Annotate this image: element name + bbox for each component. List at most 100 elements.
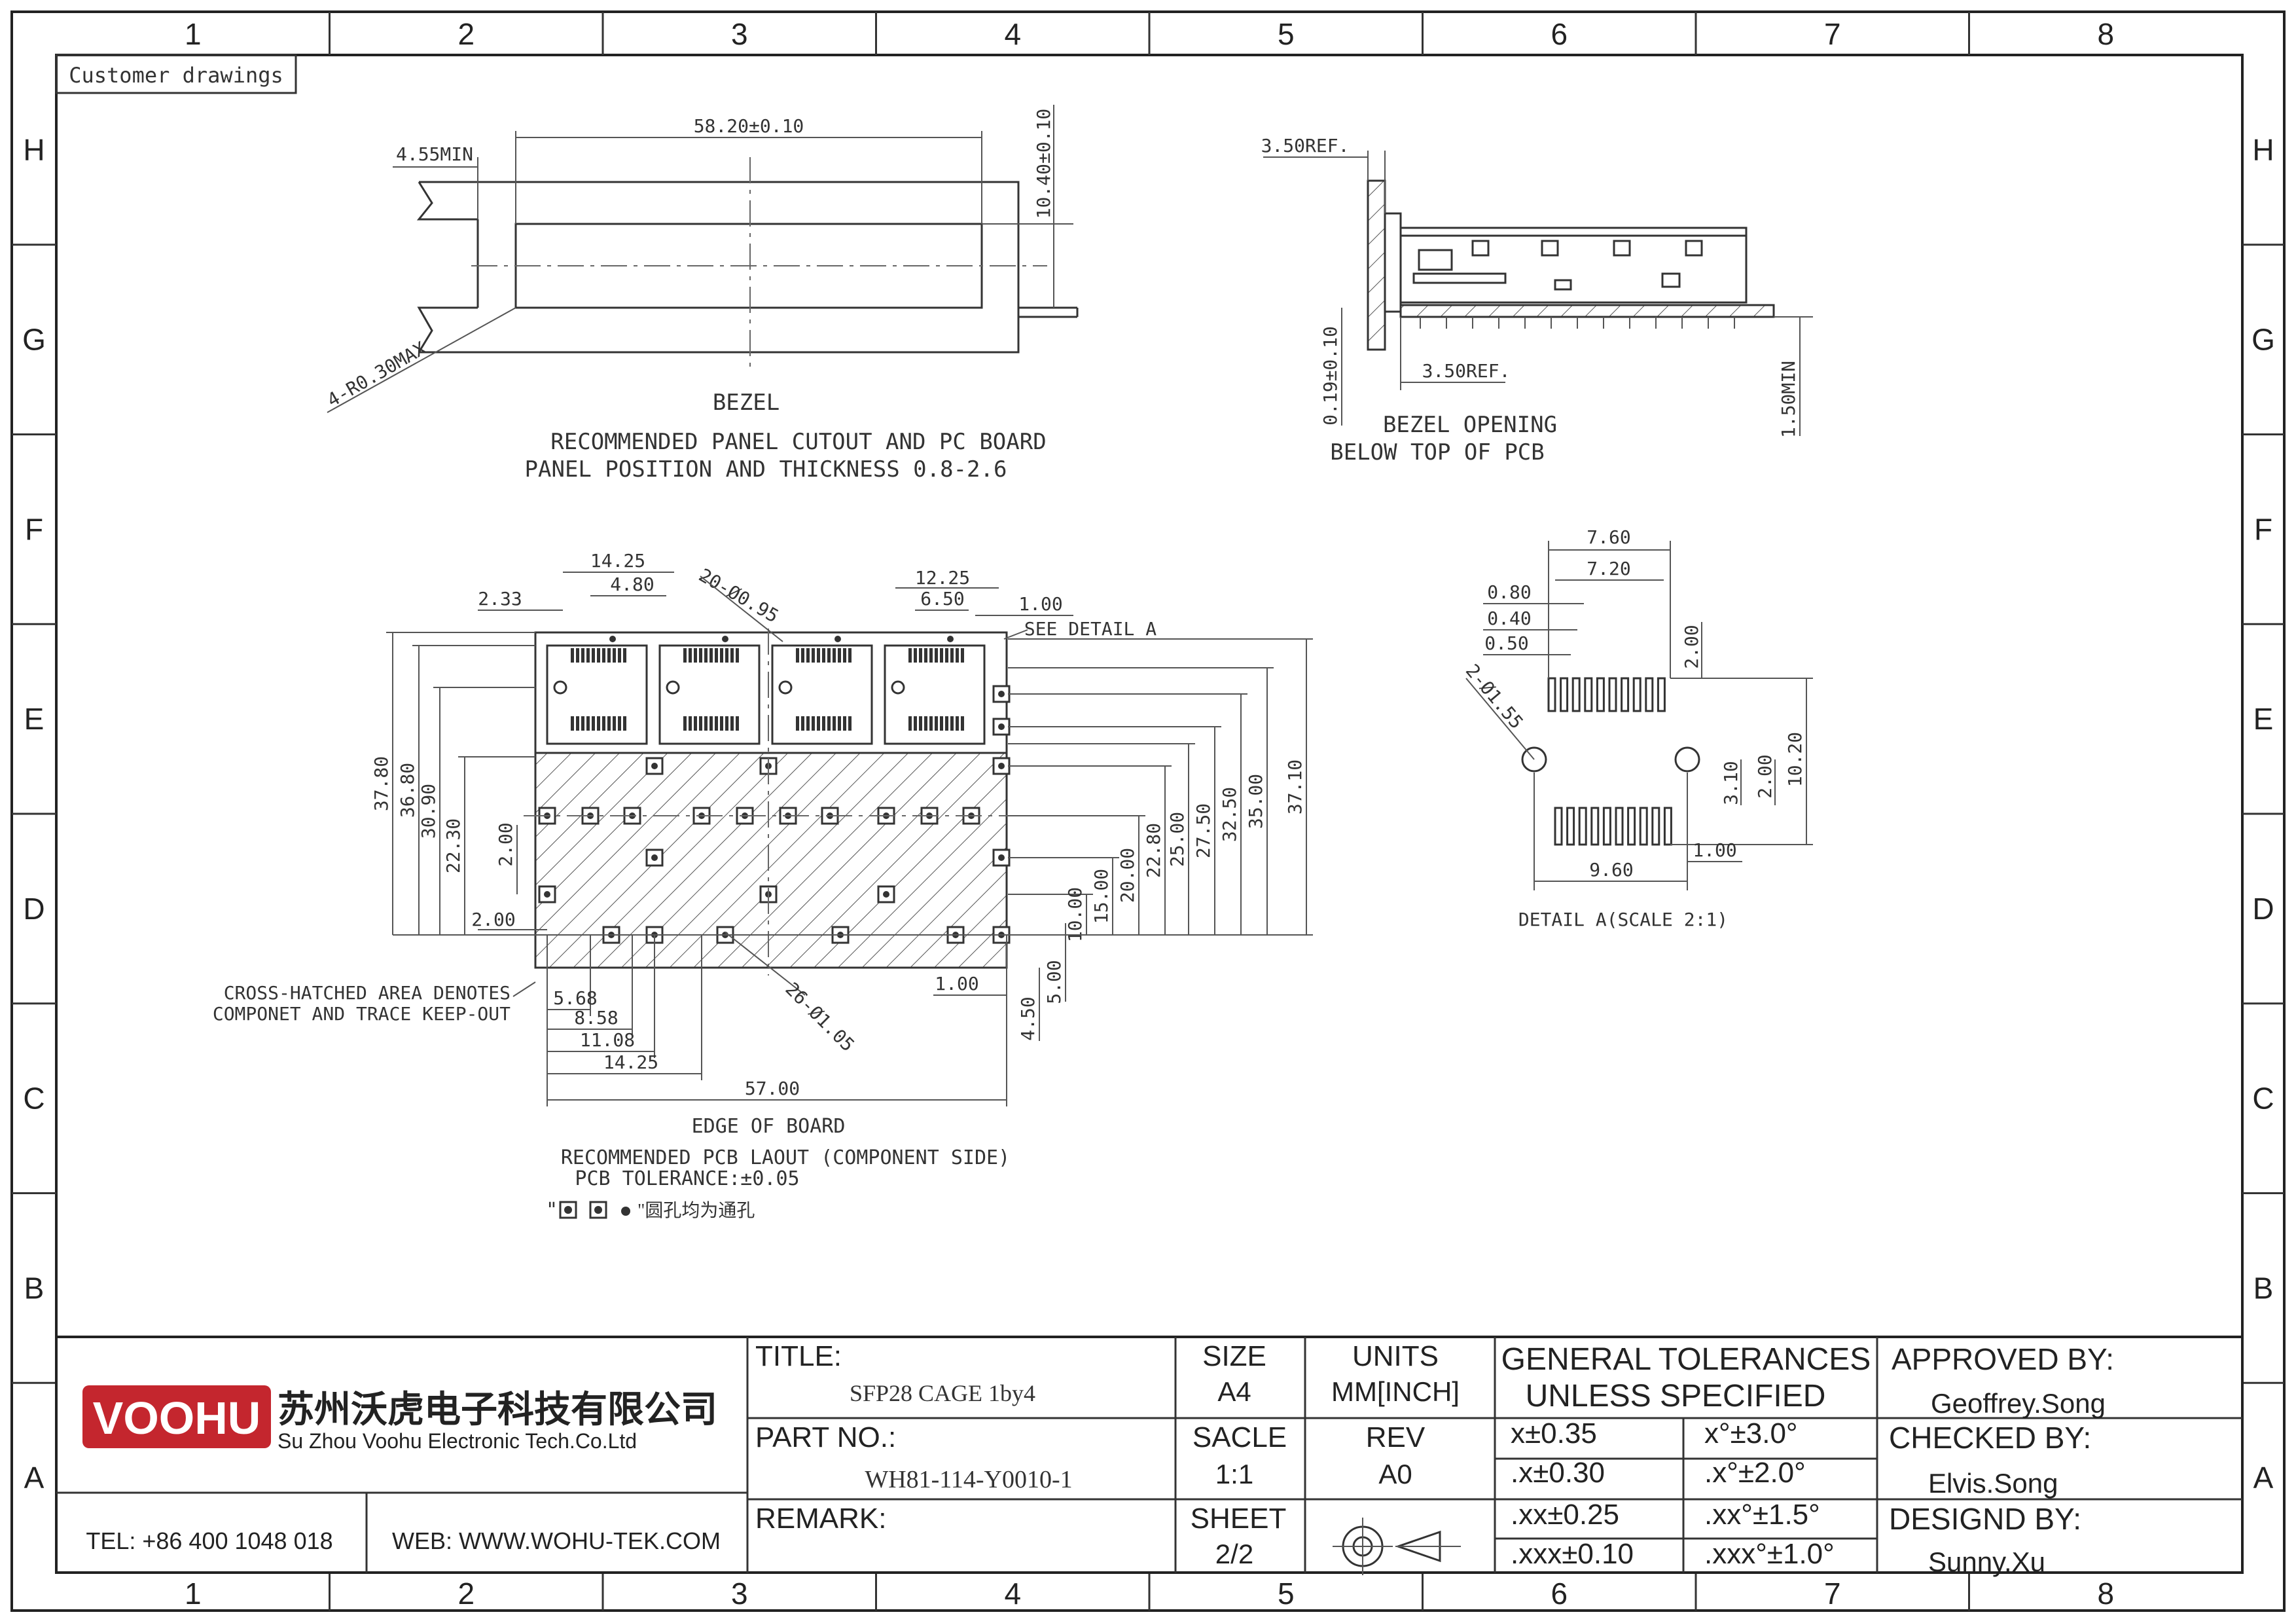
sheet-label: SHEET	[1191, 1503, 1287, 1535]
dim-bezel-min: 4.55MIN	[396, 143, 473, 165]
column-label-bottom: 7	[1824, 1577, 1841, 1611]
column-label-bottom: 1	[185, 1577, 202, 1611]
side-view: 3.50REF. 3.50REF. 0.19±0.10 1.50MIN BEZE…	[1261, 135, 1813, 465]
dim-bezel-height: 10.40±0.10	[1033, 109, 1054, 219]
title-block: VOOHU 苏州沃虎电子科技有限公司 Su Zhou Voohu Electro…	[55, 1336, 2244, 1577]
bezel-cutout-view: 58.20±0.10 4.55MIN 10.40±0.10 4-R0.30MAX…	[323, 105, 1079, 483]
dim-pcb-bottom-2: 11.08	[580, 1029, 635, 1051]
column-label-top: 8	[2097, 17, 2114, 51]
column-label-top: 2	[457, 17, 475, 51]
column-label-top: 3	[731, 17, 748, 51]
row-label-right: H	[2252, 133, 2274, 167]
edge-of-board: EDGE OF BOARD	[692, 1115, 846, 1138]
dim-pcb-left-1: 36.80	[397, 763, 418, 818]
column-label-top: 4	[1004, 17, 1021, 51]
column-label-bottom: 6	[1551, 1577, 1568, 1611]
detail-a-view: 7.60 7.20 0.80 0.40 0.50 2-Ø1.55 2.00 10…	[1462, 526, 1813, 930]
dim-pcb-top-4: 12.25	[915, 567, 970, 589]
dim-pcb-left-4: 2.00	[495, 822, 516, 866]
dim-pcb-rb-1: 5.00	[1043, 960, 1065, 1004]
dim-pcb-left-5: 2.00	[471, 909, 515, 930]
tol-header-1: GENERAL TOLERANCES	[1501, 1342, 1871, 1377]
designed-value: Sunny.Xu	[1928, 1546, 2045, 1577]
approved-value: Geoffrey.Song	[1931, 1388, 2106, 1419]
voohu-logo	[82, 1385, 271, 1448]
customer-drawings-tag: Customer drawings	[55, 54, 297, 94]
tol-linear-2: .xx±0.25	[1511, 1499, 1619, 1531]
tol-angular-2: .xx°±1.5°	[1704, 1499, 1820, 1531]
side-caption-1: BEZEL OPENING	[1383, 412, 1557, 438]
row-label-left: H	[23, 133, 45, 167]
keepout-note-1: CROSS-HATCHED AREA DENOTES	[224, 982, 511, 1004]
pcb-caption-2: PCB TOLERANCE:±0.05	[575, 1167, 799, 1190]
pcb-caption-1: RECOMMENDED PCB LAOUT (COMPONENT SIDE)	[561, 1146, 1010, 1169]
column-label-bottom: 5	[1278, 1577, 1295, 1611]
dim-pcb-right-1: 15.00	[1090, 869, 1112, 924]
rev-value: A0	[1378, 1459, 1412, 1489]
dim-pcb-top-1: 4.80	[610, 574, 654, 595]
row-label-right: B	[2253, 1271, 2274, 1305]
dim-detail-h2: 10.20	[1784, 732, 1806, 787]
dim-pcb-top-6: 1.00	[1018, 593, 1062, 615]
dim-pcb-bottom-1: 8.58	[574, 1007, 618, 1029]
dim-pcb-bottom-3: 14.25	[603, 1051, 658, 1073]
dim-pcb-left-0: 37.80	[370, 756, 392, 811]
dim-detail-w1: 7.60	[1587, 526, 1630, 548]
tol-linear-3: .xxx±0.10	[1511, 1538, 1634, 1570]
approved-label: APPROVED BY:	[1892, 1342, 2114, 1376]
dim-pcb-right-0: 10.00	[1064, 887, 1086, 942]
column-label-bottom: 2	[457, 1577, 475, 1611]
dim-pcb-right-7: 35.00	[1245, 774, 1266, 829]
logo-text: VOOHU	[93, 1393, 261, 1444]
dim-pcb-rb-0: 1.00	[935, 973, 978, 994]
dim-detail-h1: 2.00	[1681, 625, 1702, 668]
dim-detail-w4: 9.60	[1589, 859, 1633, 881]
svg-text:": "	[546, 1199, 558, 1222]
checked-label: CHECKED BY:	[1889, 1421, 2091, 1455]
row-label-left: A	[24, 1461, 45, 1495]
dim-side-ref-bottom: 3.50REF.	[1422, 360, 1511, 382]
row-label-right: G	[2251, 323, 2275, 357]
row-label-left: B	[24, 1271, 45, 1305]
dim-pcb-top-0: 14.25	[590, 550, 645, 572]
tol-linear-1: .x±0.30	[1511, 1457, 1605, 1489]
row-label-right: D	[2252, 892, 2274, 926]
pcb-layout-view: 14.25 4.80 2.33 20-Ø0.95 12.25 6.50 1.00…	[213, 550, 1313, 1222]
detail-a-caption: DETAIL A(SCALE 2:1)	[1518, 909, 1728, 930]
title-value: SFP28 CAGE 1by4	[850, 1380, 1035, 1406]
tol-linear-0: x±0.35	[1511, 1417, 1597, 1450]
dim-detail-h3: 3.10	[1720, 761, 1742, 805]
bezel-caption-2: PANEL POSITION AND THICKNESS 0.8-2.6	[525, 456, 1007, 483]
row-label-left: F	[25, 512, 43, 546]
column-label-bottom: 4	[1004, 1577, 1021, 1611]
dim-pcb-bottom-4: 57.00	[745, 1078, 800, 1099]
see-detail-a: SEE DETAIL A	[1024, 618, 1157, 640]
row-label-left: E	[24, 702, 45, 736]
column-label-bottom: 3	[731, 1577, 748, 1611]
title-label: TITLE:	[755, 1340, 842, 1372]
size-value: A4	[1217, 1376, 1251, 1407]
designed-label: DESIGND BY:	[1889, 1502, 2081, 1536]
part-value: WH81-114-Y0010-1	[865, 1466, 1072, 1493]
column-label-top: 7	[1824, 17, 1841, 51]
remark-label: REMARK:	[755, 1503, 886, 1535]
dim-pcb-top-3: 20-Ø0.95	[695, 564, 782, 627]
checked-value: Elvis.Song	[1928, 1468, 2058, 1499]
dim-detail-w3: 1.00	[1693, 839, 1736, 861]
dim-pcb-top-5: 6.50	[920, 588, 964, 610]
bezel-caption-1: RECOMMENDED PANEL CUTOUT AND PC BOARD	[550, 429, 1046, 455]
units-label: UNITS	[1352, 1340, 1439, 1372]
dim-pcb-top-2: 2.33	[478, 588, 522, 610]
row-label-right: C	[2252, 1082, 2274, 1116]
tol-angular-1: .x°±2.0°	[1704, 1457, 1806, 1489]
tol-angular-0: x°±3.0°	[1704, 1417, 1798, 1450]
hole-legend: " "圆孔均为通孔	[546, 1199, 755, 1222]
dim-bezel-radius: 4-R0.30MAX	[323, 337, 430, 411]
dim-detail-p2: 0.40	[1487, 608, 1531, 629]
dim-pcb-bottom-0: 5.68	[553, 987, 597, 1009]
hole-callout: 26-Ø1.05	[781, 978, 859, 1056]
dim-pcb-right-2: 20.00	[1117, 848, 1138, 903]
tol-header-2: UNLESS SPECIFIED	[1526, 1379, 1826, 1413]
